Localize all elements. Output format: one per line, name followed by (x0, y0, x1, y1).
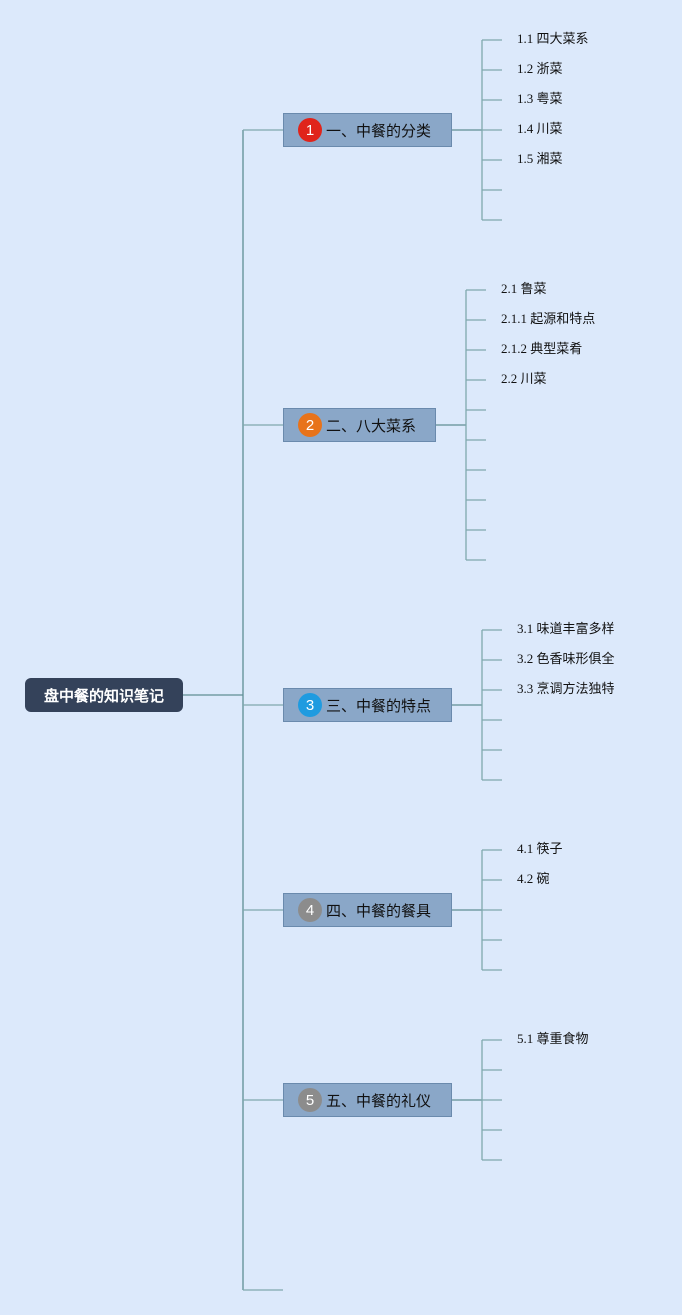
subtopic-label[interactable]: 3.2 色香味形俱全 (517, 651, 615, 666)
subtopic-label[interactable]: 2.1.2 典型菜肴 (501, 341, 583, 356)
topic-node-tableware[interactable]: 4 四、中餐的餐具 (283, 893, 452, 927)
topic-node-etiquette[interactable]: 5 五、中餐的礼仪 (283, 1083, 452, 1117)
subtopic-label[interactable]: 3.3 烹调方法独特 (517, 681, 615, 696)
topic-node-eight-cuisines[interactable]: 2 二、八大菜系 (283, 408, 436, 442)
subtopic-label[interactable]: 1.2 浙菜 (517, 61, 563, 76)
subtopic-label[interactable]: 2.2 川菜 (501, 371, 547, 386)
badge-5-icon: 5 (298, 1088, 322, 1112)
subtopic-label[interactable]: 5.1 尊重食物 (517, 1031, 589, 1046)
badge-4-icon: 4 (298, 898, 322, 922)
subtopic-label[interactable]: 1.3 粤菜 (517, 91, 563, 106)
topic-label: 三、中餐的特点 (326, 696, 432, 715)
topic-label: 五、中餐的礼仪 (326, 1091, 432, 1110)
topic-node-features[interactable]: 3 三、中餐的特点 (283, 688, 452, 722)
root-label: 盘中餐的知识笔记 (43, 686, 164, 705)
subtopic-label[interactable]: 4.1 筷子 (517, 841, 563, 856)
badge-2-icon: 2 (298, 413, 322, 437)
topic-label: 四、中餐的餐具 (326, 901, 432, 920)
subtopic-label[interactable]: 4.2 碗 (517, 871, 550, 886)
subtopic-label[interactable]: 1.5 湘菜 (517, 151, 563, 166)
topic-node-classification[interactable]: 1 一、中餐的分类 (283, 113, 452, 147)
subtopic-label[interactable]: 1.4 川菜 (517, 121, 563, 136)
badge-1-icon: 1 (298, 118, 322, 142)
subtopic-label[interactable]: 2.1.1 起源和特点 (501, 311, 596, 326)
topic-label: 一、中餐的分类 (326, 121, 432, 140)
root-node[interactable]: 盘中餐的知识笔记 (25, 678, 183, 712)
topic-label: 二、八大菜系 (326, 416, 417, 435)
subtopic-label[interactable]: 3.1 味道丰富多样 (517, 621, 615, 636)
badge-3-icon: 3 (298, 693, 322, 717)
subtopic-label[interactable]: 2.1 鲁菜 (501, 281, 547, 296)
subtopic-label[interactable]: 1.1 四大菜系 (517, 31, 589, 46)
